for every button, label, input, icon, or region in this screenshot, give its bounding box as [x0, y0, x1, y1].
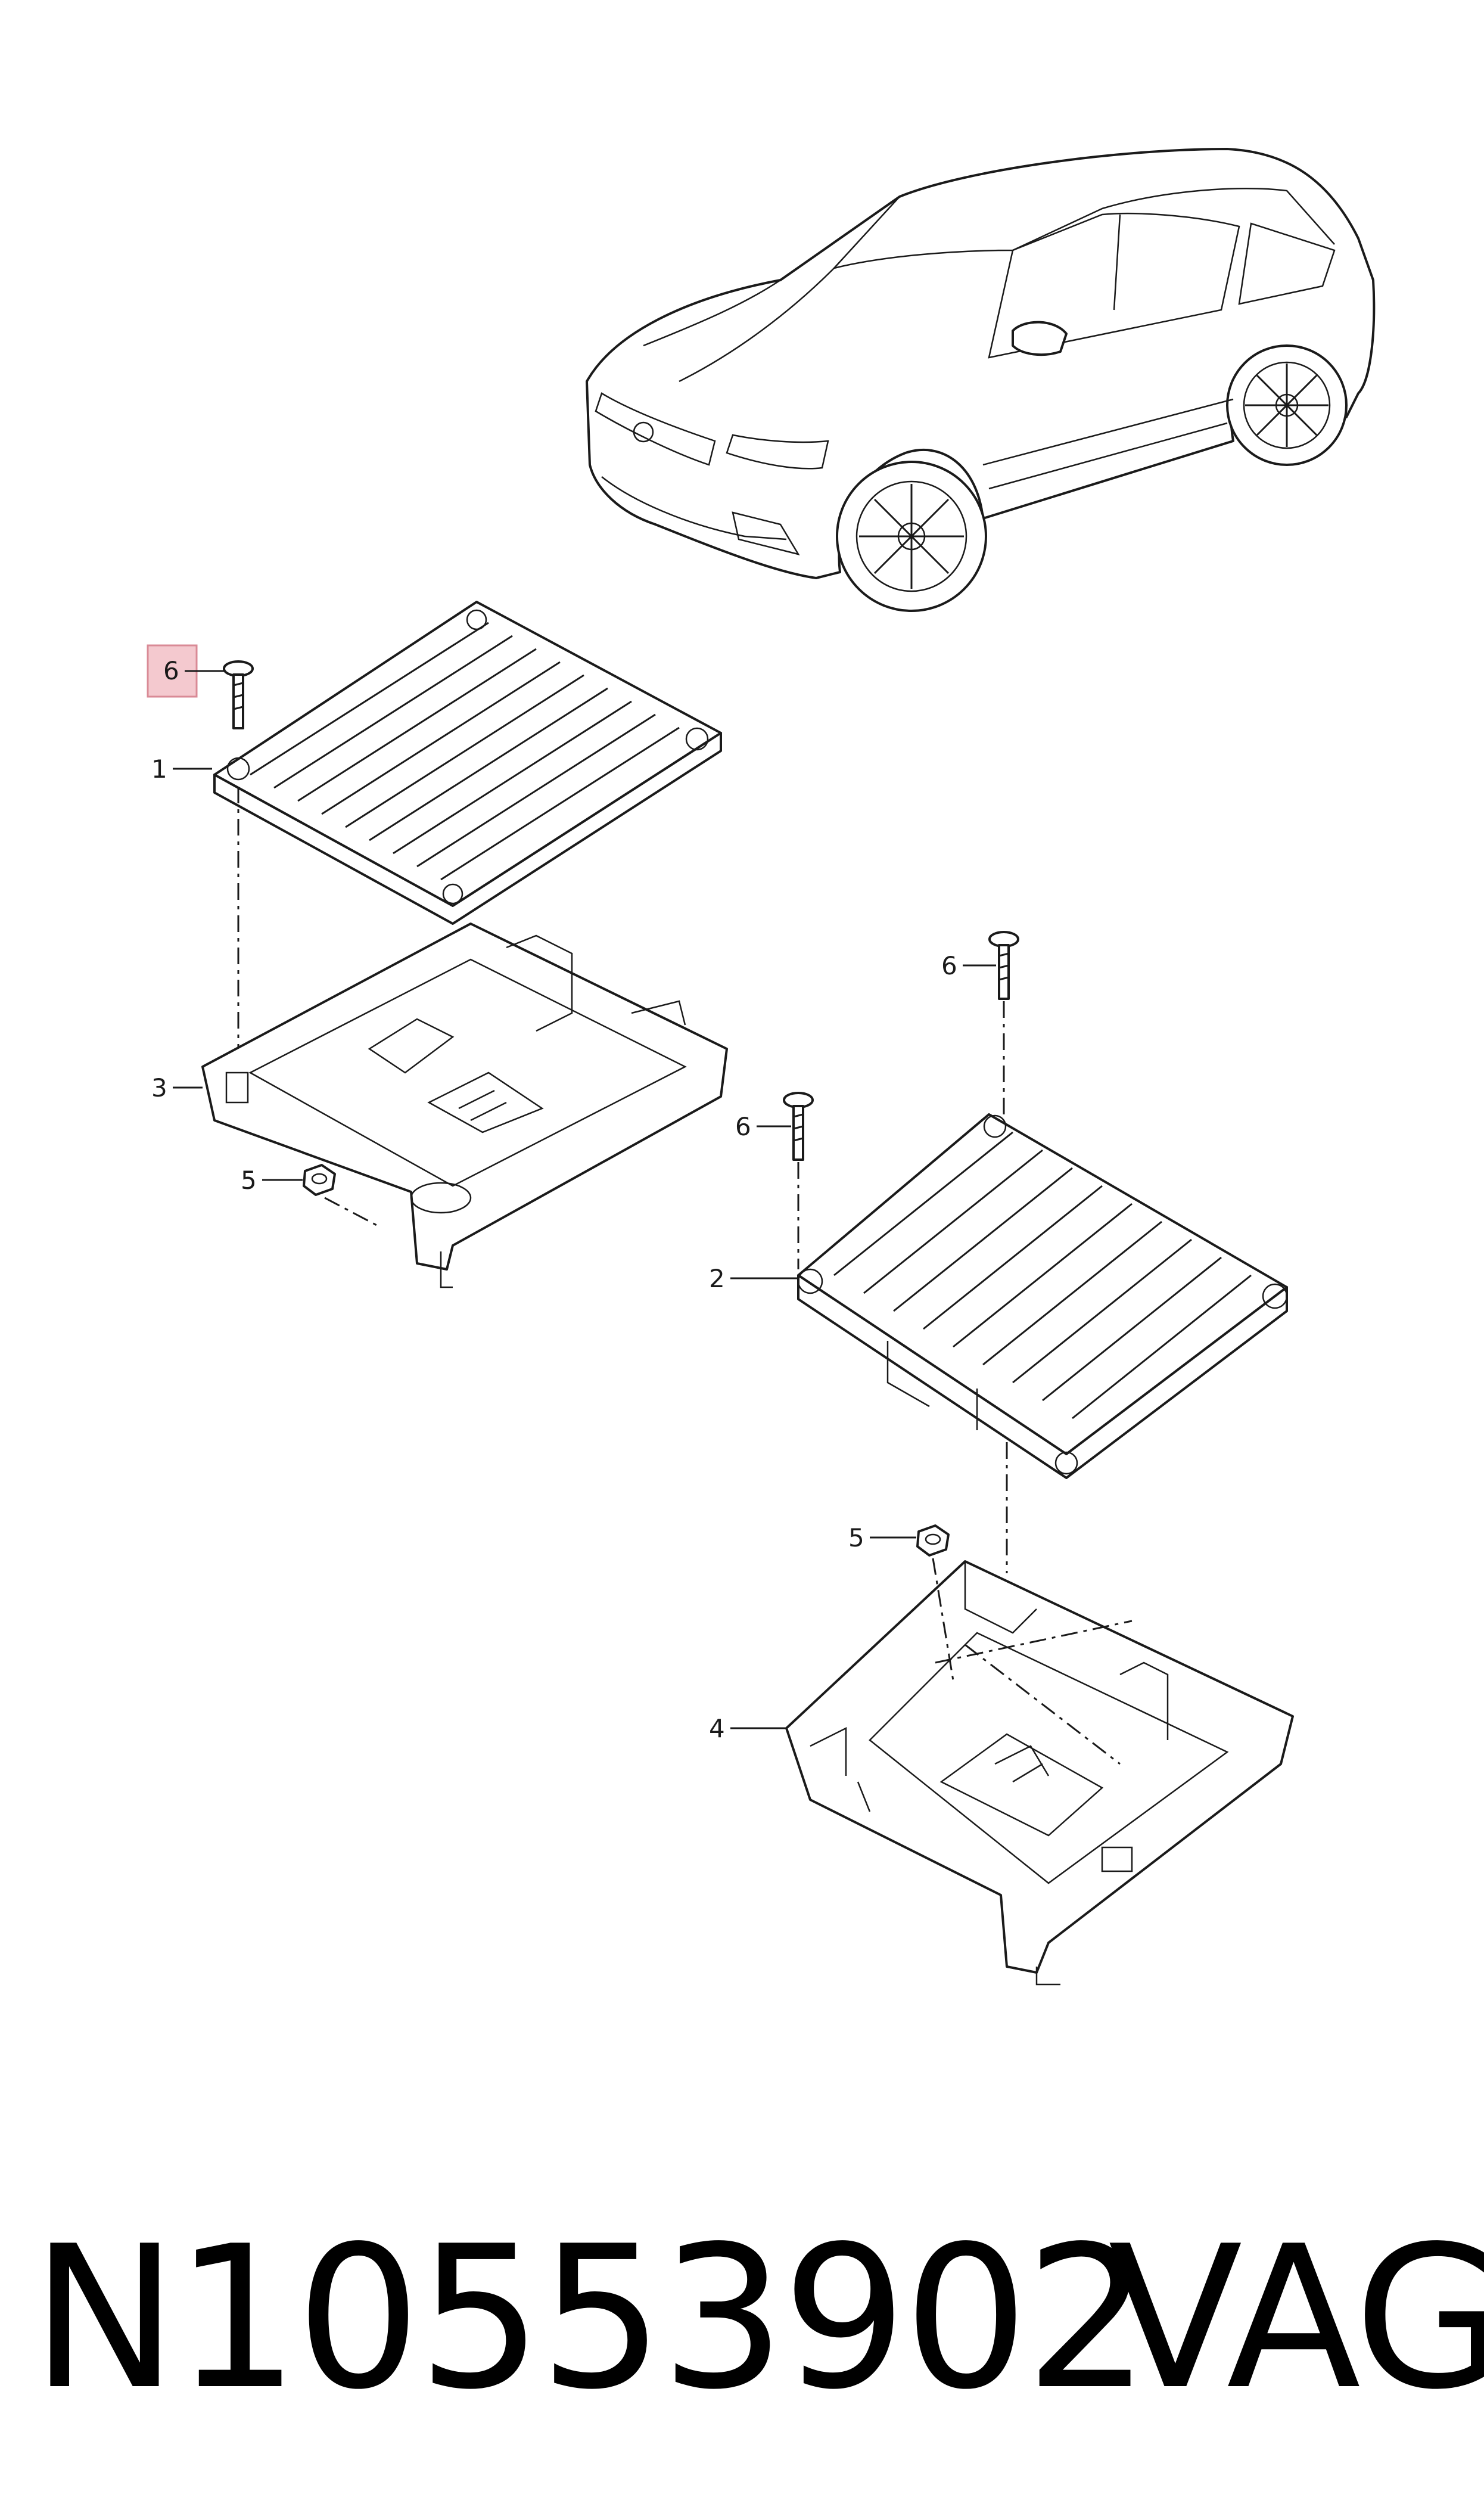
part-2-control-unit [797, 1113, 1288, 1479]
callout-1[interactable]: 1 [151, 754, 212, 784]
callout-6-right-top[interactable]: 6 [941, 951, 996, 980]
callout-6-right-mid[interactable]: 6 [735, 1112, 791, 1141]
part-4-bracket [785, 1560, 1294, 1986]
part-5-nut-right [916, 1524, 950, 1557]
svg-text:6: 6 [163, 656, 179, 685]
brand-label: VAG [1108, 2204, 1484, 2433]
part-6-screw-right-mid [783, 1092, 814, 1161]
part-number: N10553902 [31, 2204, 1150, 2433]
footer: N10553902 VAG [0, 2205, 1484, 2431]
svg-text:6: 6 [735, 1112, 751, 1141]
svg-text:6: 6 [941, 951, 957, 980]
svg-text:1: 1 [151, 754, 167, 784]
callout-3[interactable]: 3 [151, 1073, 203, 1102]
callout-5-right[interactable]: 5 [848, 1523, 916, 1552]
svg-text:5: 5 [848, 1523, 864, 1552]
part-1-control-unit [213, 601, 722, 925]
part-6-screw-top-left [223, 660, 254, 729]
part-6-screw-right-top [988, 931, 1019, 1000]
svg-text:2: 2 [709, 1264, 725, 1293]
svg-text:3: 3 [151, 1073, 167, 1102]
part-5-nut-left [303, 1164, 336, 1196]
callout-6-highlighted[interactable]: 6 [147, 644, 224, 698]
vehicle-illustration [586, 148, 1376, 612]
part-3-bracket [201, 923, 728, 1288]
callout-2[interactable]: 2 [709, 1264, 798, 1293]
callout-5-left[interactable]: 5 [241, 1166, 303, 1195]
svg-text:4: 4 [709, 1714, 725, 1743]
callout-4[interactable]: 4 [709, 1714, 786, 1743]
svg-text:5: 5 [241, 1166, 257, 1195]
